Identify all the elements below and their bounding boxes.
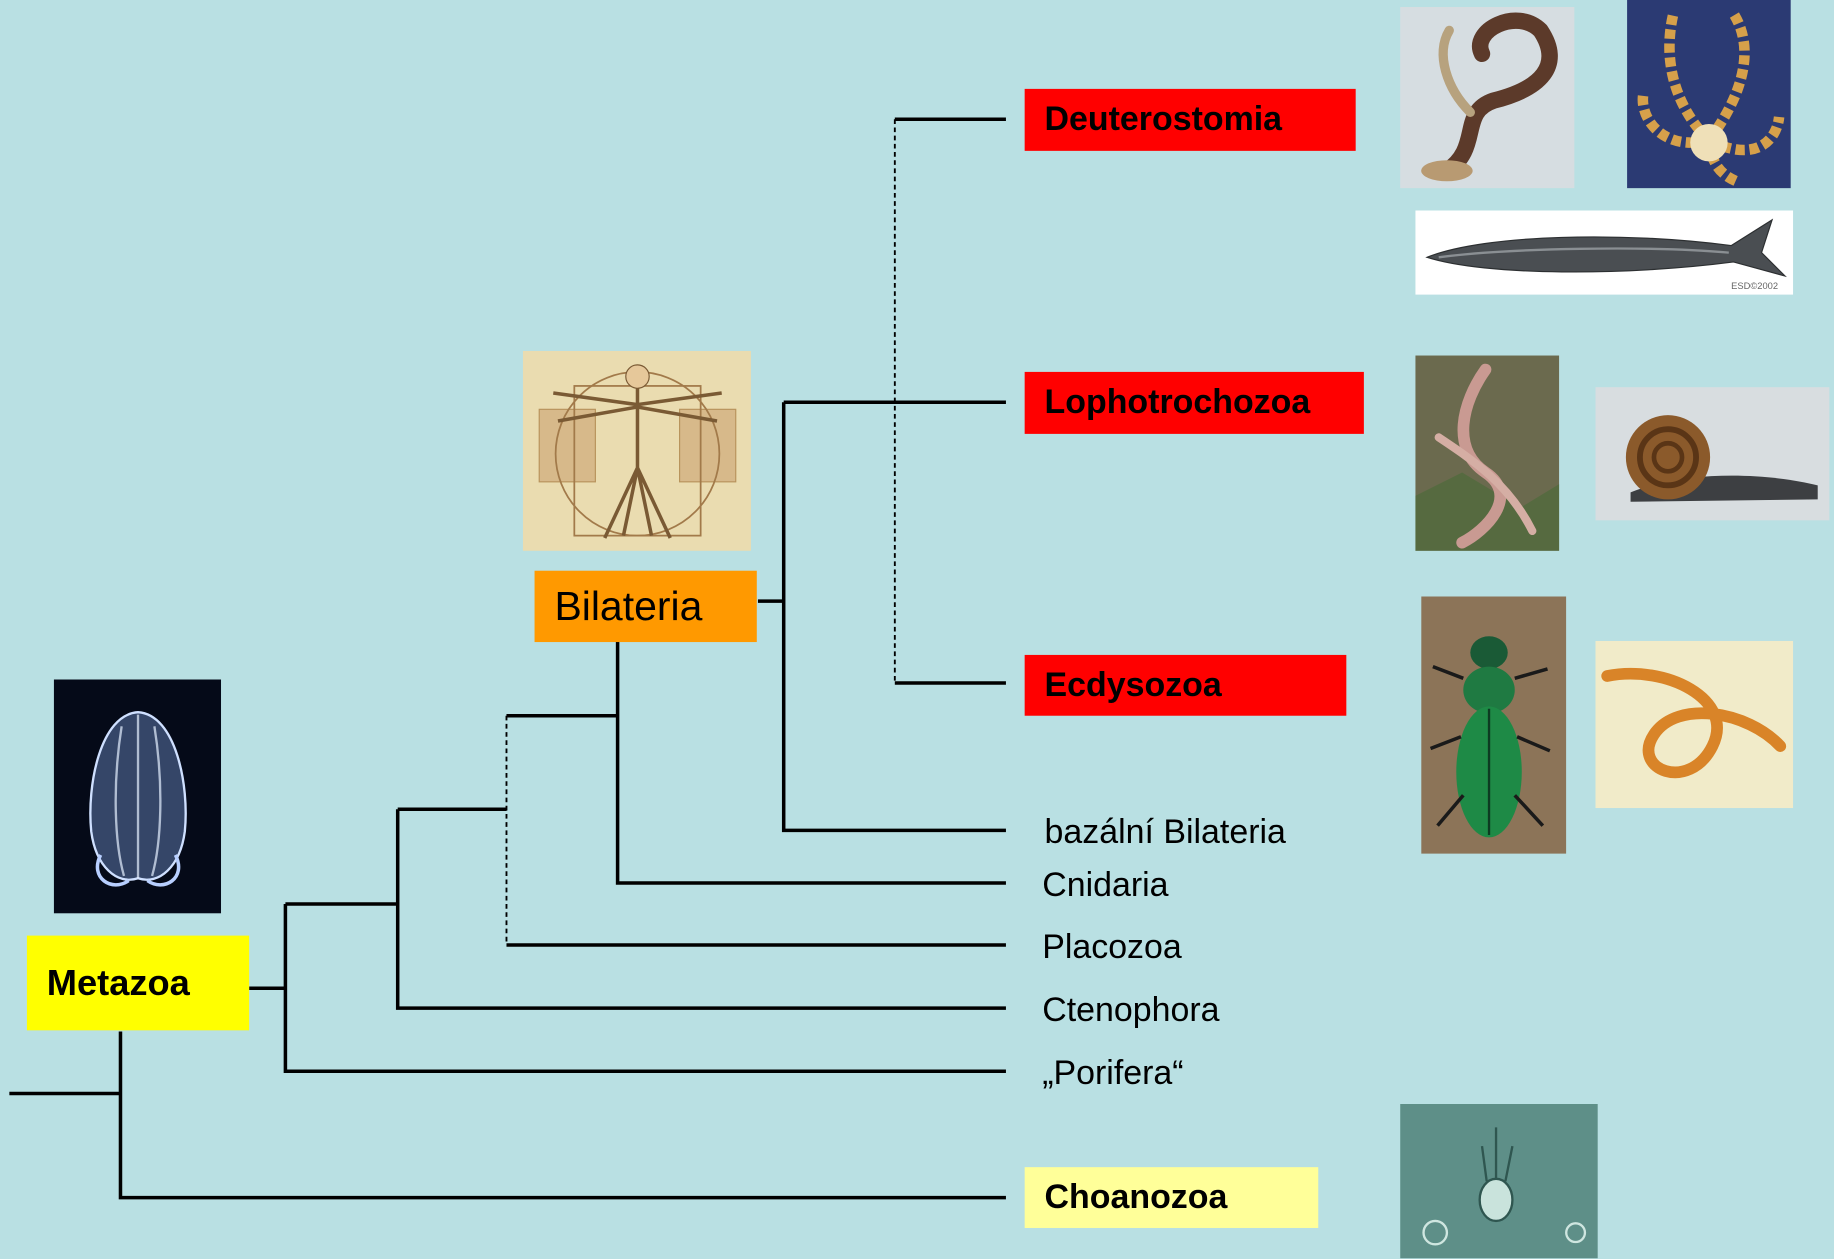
choanozoa-box: Choanozoa [1025, 1167, 1319, 1228]
choanozoa-label: Choanozoa [1045, 1178, 1228, 1217]
branch-ctenophora-split [398, 809, 1006, 1008]
ctenophore-photo [54, 679, 221, 913]
basal-bilateria-label: bazální Bilateria [1045, 809, 1286, 856]
branch-cnidaria-split [618, 642, 1006, 883]
sturgeon-illustration: ESD©2002 [1415, 211, 1793, 295]
lophotrochozoa-box: Lophotrochozoa [1025, 372, 1364, 434]
earthworm-photo [1415, 356, 1559, 551]
metazoa-label: Metazoa [47, 962, 190, 1004]
sturgeon-watermark: ESD©2002 [1731, 281, 1778, 291]
acorn-worm-photo [1400, 7, 1574, 188]
ctenophora-label: Ctenophora [1042, 987, 1219, 1034]
metazoa-box: Metazoa [27, 936, 249, 1031]
vitruvian-man-image [523, 351, 751, 551]
choanoflagellate-photo [1400, 1104, 1598, 1258]
bilateria-box: Bilateria [535, 571, 757, 642]
placozoa-label: Placozoa [1042, 924, 1182, 971]
porifera-label: „Porifera“ [1042, 1050, 1183, 1097]
cnidaria-label: Cnidaria [1042, 862, 1168, 909]
lophotrochozoa-label: Lophotrochozoa [1045, 384, 1311, 423]
branch-root-split [120, 1031, 1005, 1197]
ecdysozoa-box: Ecdysozoa [1025, 655, 1347, 716]
deuterostomia-label: Deuterostomia [1045, 101, 1283, 140]
beetle-photo [1421, 596, 1566, 853]
snail-photo [1595, 387, 1829, 520]
ecdysozoa-label: Ecdysozoa [1045, 666, 1222, 705]
brittle-star-photo [1627, 0, 1791, 188]
branch-metazoa-split [285, 904, 1006, 1071]
nematode-photo [1595, 641, 1793, 808]
deuterostomia-box: Deuterostomia [1025, 89, 1356, 151]
bilateria-label: Bilateria [554, 583, 702, 630]
